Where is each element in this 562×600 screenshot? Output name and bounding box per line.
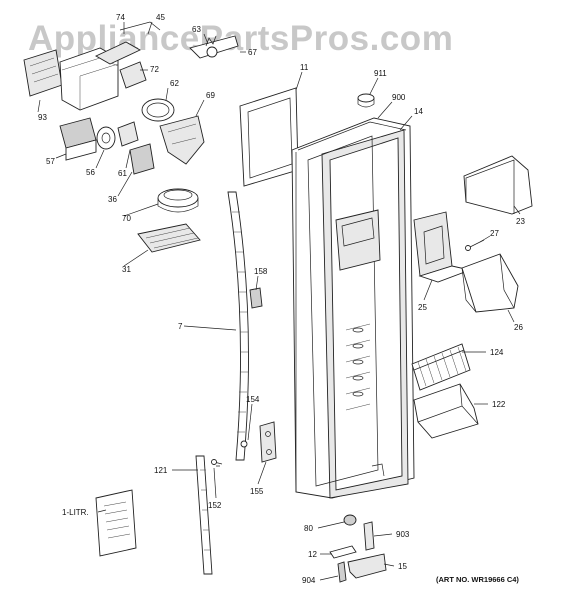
part-15-hinge xyxy=(347,553,387,579)
part-61-solenoid xyxy=(117,121,139,147)
part-12-bracket xyxy=(329,545,357,559)
label-56: 56 xyxy=(86,168,95,177)
label-904: 904 xyxy=(302,576,316,585)
part-27-screw xyxy=(465,245,471,251)
trim-group xyxy=(195,191,277,575)
label-122: 122 xyxy=(492,400,506,409)
part-904-screw xyxy=(337,561,347,583)
label-62: 62 xyxy=(170,79,179,88)
part-80-nut xyxy=(343,514,357,526)
label-121: 121 xyxy=(154,466,168,475)
label-7: 7 xyxy=(178,322,183,331)
label-152: 152 xyxy=(208,501,222,510)
label-36: 36 xyxy=(108,195,117,204)
part-69-chute xyxy=(159,115,205,165)
label-15: 15 xyxy=(398,562,407,571)
label-158: 158 xyxy=(254,267,268,276)
part-25-bin xyxy=(413,211,453,277)
door-group xyxy=(239,87,415,499)
label-155: 155 xyxy=(250,487,264,496)
part-72 xyxy=(119,61,147,89)
part-121-rail xyxy=(195,455,213,575)
label-903: 903 xyxy=(396,530,410,539)
label-72: 72 xyxy=(150,65,159,74)
small-parts-group xyxy=(95,489,387,583)
part-152-screw xyxy=(211,459,217,465)
label-61: 61 xyxy=(118,169,127,178)
label-63: 63 xyxy=(192,25,201,34)
part-housing xyxy=(59,47,119,111)
label-11: 11 xyxy=(300,63,309,72)
label-25: 25 xyxy=(418,303,427,312)
part-124-shelf xyxy=(411,343,471,391)
part-labels: 74 45 63 67 72 62 69 93 57 56 61 36 70 3… xyxy=(38,13,525,585)
part-manual xyxy=(95,489,137,557)
label-124: 124 xyxy=(490,348,504,357)
label-900: 900 xyxy=(392,93,406,102)
part-56-gear xyxy=(96,126,116,150)
part-26-bin xyxy=(461,253,519,313)
label-74: 74 xyxy=(116,13,125,22)
label-12: 12 xyxy=(308,550,317,559)
part-62-ring xyxy=(141,98,175,122)
part-36-switch xyxy=(129,143,155,175)
label-911: 911 xyxy=(374,69,387,78)
label-69: 69 xyxy=(206,91,215,100)
part-7-trim xyxy=(227,191,249,461)
label-26: 26 xyxy=(514,323,523,332)
part-63-spring xyxy=(206,46,218,58)
label-93: 93 xyxy=(38,113,47,122)
part-154-screw xyxy=(240,440,248,448)
dispenser-mechanism-group xyxy=(23,21,239,253)
label-57: 57 xyxy=(46,157,55,166)
part-70-collar xyxy=(157,188,199,208)
label-14: 14 xyxy=(414,107,423,116)
part-122-bin xyxy=(413,383,479,439)
label-27: 27 xyxy=(490,229,499,238)
part-158-clip xyxy=(249,287,263,309)
leader-lines xyxy=(37,21,521,581)
art-number: (ART NO. WR19666 C4) xyxy=(436,575,519,584)
part-74-cover xyxy=(95,41,141,65)
label-45: 45 xyxy=(156,13,165,22)
label-67: 67 xyxy=(248,48,257,57)
label-80: 80 xyxy=(304,524,313,533)
part-23-cover xyxy=(463,155,533,215)
part-911-cap xyxy=(357,93,375,103)
label-70: 70 xyxy=(122,214,131,223)
part-903-pin xyxy=(363,521,375,551)
label-1-litr: 1-LITR. xyxy=(62,508,89,517)
label-31: 31 xyxy=(122,265,131,274)
bins-group xyxy=(411,155,533,439)
label-23: 23 xyxy=(516,217,525,226)
part-31-grille xyxy=(137,223,201,253)
label-154: 154 xyxy=(246,395,260,404)
dispenser-recess xyxy=(335,209,381,271)
part-155-hinge xyxy=(259,421,277,463)
